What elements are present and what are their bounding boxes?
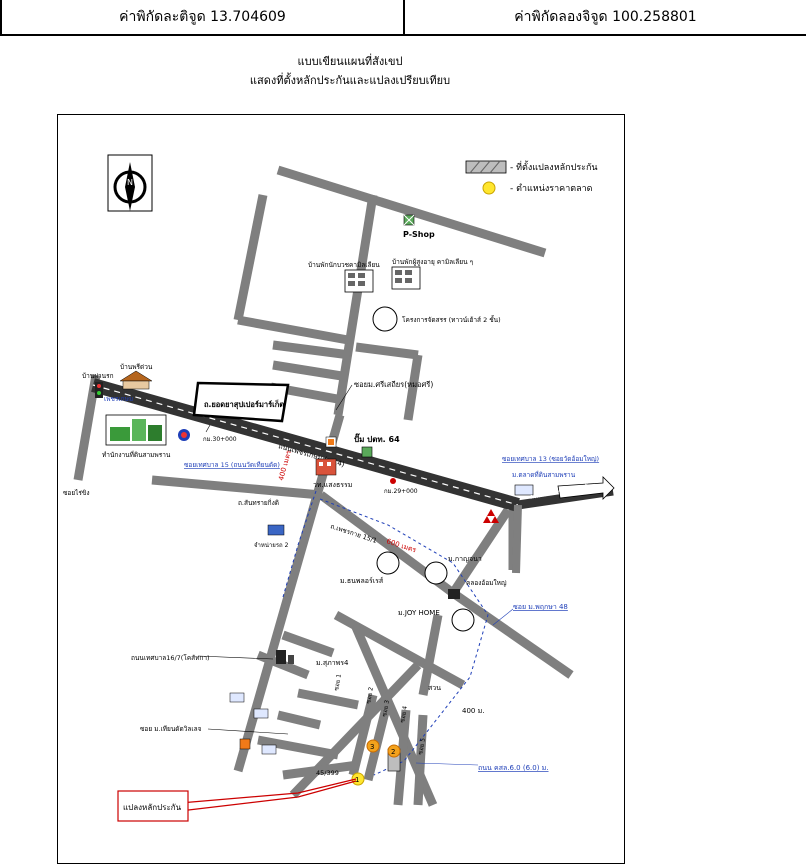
market-label: ม.ตลาดที่ดินสามพราน [512,470,576,479]
car-shop-icon [267,524,285,536]
soi-2-label: ซอย 2 [365,686,375,704]
map-title: แบบเขียนแผนที่สังเขป แสดงที่ตั้งหลักประก… [0,52,700,90]
village2-label: บ้านพักผู้สูงอายุ คามิลเลียน ๆ [392,258,473,266]
map-title-line2: แสดงที่ตั้งหลักประกันและแปลงเปรียบเทียบ [249,74,451,87]
legend-collateral-label: - ที่ตั้งแปลงหลักประกัน [510,160,598,173]
soi-5-label: ซอย 5 [417,737,427,755]
legend-market-swatch [482,181,496,195]
mitsubishi-icon [483,509,499,523]
ban-phran-icon [119,370,153,390]
coordinate-header: ค่าพิกัดละติจูด 13.704609 ค่าพิกัดลองจิจ… [0,0,806,36]
joy-home-label: ม.JOY HOME [398,609,440,617]
dist-400-b-label: 400 ม. [462,707,484,715]
project-market-circle [372,306,398,332]
village1-label: บ้านพักนักบวชคามิลเลียน [308,261,380,269]
school-icon [315,458,337,476]
ban-phran-top-label: บ้านพรีด่วน [120,363,153,371]
collateral-box-label: แปลงหลักประกัน [123,803,182,812]
village-buildings [344,266,421,293]
phetkasem-highway [91,378,615,574]
market-marker-3: 3 [366,739,380,753]
p-shop-label: P-Shop [403,230,435,239]
soi-1-label: ซอย 1 [333,673,343,691]
truck-icon-2 [253,708,269,719]
soi-tiamboon-label: ซอยเทศบาล 13 (ซอยวัดอ้อมใหญ่) [502,455,599,463]
sketch-map-svg: N - ที่ตั้งแปลงหลักประกัน - ตำแหน่งราคาต… [63,154,615,822]
km30-label: กม.30+000 [203,436,237,443]
ptt-64-icon [361,446,373,458]
rang-ngam-label: ซอยไร่ขิง [63,489,90,497]
truck-icon-1 [229,692,245,703]
legend-collateral-swatch [465,160,507,174]
km29-label: กม.29+000 [384,488,418,495]
traffic-light-icon [95,382,103,398]
park-label: สวน [428,684,441,692]
latitude-label: ค่าพิกัดละติจูด 13.704609 [0,0,405,34]
shop-icon [239,738,251,750]
collateral-callout [117,790,189,822]
car-shop-label: จำหน่ายรถ 2 [254,542,289,549]
supermarket-sign: ถ.ยอดยาสุปเปอร์มาร์เก็ต [192,381,290,423]
marker1-label: 1 [355,776,359,784]
sukhaphiban-label: ม.สุภาพร4 [316,659,349,667]
house-no-label: 45/399 [316,769,339,777]
lane-width-label: ถนน คสล.6.0 (6.0) ม. [478,764,549,772]
marker2-label: 2 [391,748,395,756]
ptt-64-label: ปั๊ม ปตท. 64 [354,433,400,444]
bus-icon [514,484,534,496]
map-title-line1: แบบเขียนแผนที่สังเขป [297,55,403,68]
soi-3-label: ซอย 3 [381,699,391,717]
m-kaset-circle [424,561,448,585]
seven-eleven-icon [325,436,337,448]
soi-48-label: ซอย ม.พฤกษา 48 [513,603,568,611]
school-label: วท.แสงธรรม [313,481,352,489]
legend: - ที่ตั้งแปลงหลักประกัน - ตำแหน่งราคาตลา… [465,160,598,195]
rd-sand-label: ถ.สันทรายกิ่งดิ [238,498,279,507]
building-icon [276,650,294,664]
p-shop-icon [403,214,415,226]
compass-north-label: N [127,178,133,187]
compass-icon: N [107,154,153,212]
km29-marker-icon [390,478,396,484]
market-marker-1: 1 [351,772,365,786]
marker3-label: 3 [370,743,374,751]
ban-phran-label: บ้านผ่านรก [82,372,114,380]
joy-home-circle [451,608,475,632]
m-orange-label: ม.ธนพลอร์เรส์ [340,577,384,585]
project-label: โครงการจัดสรร (ทาวน์เฮ้าส์ 2 ชั้น) [402,315,501,324]
khor-soi-label: ซอย ม.เทียนดัดวิลเลจ [140,725,202,733]
om-yai-bridge-icon [448,589,460,599]
ptt-icon [178,429,190,441]
soi-tesaban-label: ถนนเทศบาล16/7(โคสัทกา) [131,654,210,662]
legend-market-label: - ตำแหน่งราคาตลาด [510,183,593,194]
om-yai-label: คลองอ้อมใหญ่ [466,579,507,587]
sketch-map: N - ที่ตั้งแปลงหลักประกัน - ตำแหน่งราคาต… [57,114,625,864]
longitude-label: ค่าพิกัดลองจิจูด 100.258801 [514,9,697,25]
soi-4-label: ซอย 4 [399,705,409,723]
truck-icon-3 [261,744,277,755]
soi-wat-label: ซอยเทศบาล 15 (ถนนวัดเทียนดัด) [184,461,280,469]
supermarket-label: ถ.ยอดยาสุปเปอร์มาร์เก็ต [204,399,284,409]
temple-icon [105,414,167,446]
m-orange-circle [376,551,400,575]
temple-label: ทำนักงานที่ดินสามพราน [102,450,171,459]
phetkasem-label: เพชรเกษม [104,395,133,403]
soi-sriloy-label: ซอยม.ศรีเสถียร(หมอศรี) [354,380,433,389]
market-marker-2: 2 [387,744,401,758]
m-kaset-label: ม.กาญจนา [448,555,482,563]
